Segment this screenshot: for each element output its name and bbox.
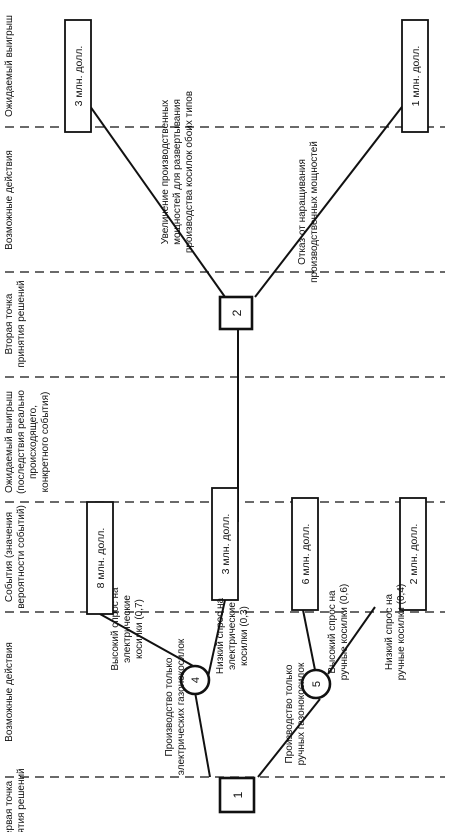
action-label-line: Увеличение производственных: [160, 100, 171, 245]
branch-decision1-to-chance4: [194, 691, 211, 778]
decision-node-1: [218, 776, 256, 814]
payoff-box: [399, 497, 427, 611]
payoff-value: 8 млн. долл.: [95, 528, 107, 589]
event-label: Высокий спрос наручные косилки (0,6): [327, 584, 350, 680]
payoff-box: [211, 487, 239, 601]
action-label-line: производства косилок обоих типов: [183, 91, 195, 253]
action-label-line: Производство только: [164, 657, 175, 756]
event-label: Высокий спрос наэлектрическиекосилки (0,…: [110, 587, 145, 671]
action-label: Производство толькоэлектрических газонок…: [164, 638, 187, 775]
event-label-line: Высокий спрос на: [110, 587, 121, 671]
action-label-line: Производство только: [284, 664, 295, 763]
stage-header-line: конкретного события): [39, 392, 51, 493]
event-label-line: ручные косилки (0,6): [339, 584, 350, 680]
branch-chance4-to-8m: [99, 613, 196, 668]
action-label: Производство толькоручных газонокосилок: [284, 662, 307, 765]
stage-header-line: происходящего,: [28, 405, 39, 479]
event-label-line: Низкий спрос на: [384, 594, 395, 671]
stage-header: Вторая точкапринятия решений: [4, 280, 27, 367]
stage-header-line: (последствия реально: [16, 390, 27, 494]
chance-node-label-4: 4: [190, 677, 202, 683]
decision-node-2: [218, 295, 254, 331]
action-label-line: ручных газонокосилок: [296, 662, 307, 765]
event-label-line: Низкий спрос на: [215, 598, 226, 675]
payoff-value: 2 млн. долл.: [408, 524, 420, 585]
stage-header: Ожидаемый выигрыш(последствия реальнопро…: [4, 390, 51, 494]
event-label-line: электрические: [227, 602, 238, 670]
payoff-value: 3 млн. долл.: [73, 46, 85, 107]
action-label-line: производственных мощностей: [309, 141, 320, 283]
stage-header-line: Вторая точка: [4, 293, 15, 354]
decision-node-label-1: 1: [231, 791, 245, 798]
chance-node-5: [300, 668, 332, 700]
stage-header-line: Возможные действия: [4, 150, 15, 250]
payoff-box: [86, 501, 114, 615]
action-label-line: мощностей для развертывания: [172, 99, 183, 245]
payoff-box: [401, 19, 429, 133]
action-label-line: Отказ от наращивания: [297, 159, 308, 265]
payoff-box: [291, 497, 319, 611]
branch-decision1-to-chance5: [257, 698, 321, 778]
branch-chance5-to-6m: [302, 609, 316, 671]
stage-header-line: принятия решений: [16, 768, 27, 832]
stage-header-line: Первая точка: [4, 780, 15, 832]
stage-header: Возможные действия: [4, 642, 15, 742]
action-label: Увеличение производственныхмощностей для…: [160, 91, 195, 253]
stage-header: Первая точкапринятия решений: [4, 768, 27, 832]
payoff-box: [64, 19, 92, 133]
event-label-line: косилки (0,3): [239, 606, 250, 666]
branch-chance4-to-3m: [207, 599, 226, 678]
stage-header-line: Ожидаемый выигрыш: [4, 391, 15, 493]
stage-header: Ожидаемый выигрыш: [4, 15, 15, 117]
action-label: Отказ от наращиванияпроизводственных мощ…: [297, 141, 320, 283]
stage-header-line: Возможные действия: [4, 642, 15, 742]
stage-header-line: Ожидаемый выигрыш: [4, 15, 15, 117]
event-label-line: косилки (0,7): [134, 599, 145, 659]
event-label-line: ручные косилки (0,4): [396, 584, 407, 680]
decision-node-label-2: 2: [230, 309, 244, 316]
event-label-line: электрические: [122, 595, 133, 663]
stage-header-line: принятия решений: [16, 280, 27, 367]
payoff-value: 3 млн. долл.: [220, 514, 232, 575]
stage-header-line: вероятности событий): [15, 505, 27, 609]
stage-header-line: События (значения: [3, 512, 15, 602]
event-label: Низкий спрос наручные косилки (0,4): [384, 584, 407, 680]
branch-decision2-to-1m: [254, 89, 416, 298]
payoff-value: 1 млн. долл.: [410, 46, 422, 107]
action-label-line: электрических газонокосилок: [176, 638, 187, 775]
stage-header: Возможные действия: [4, 150, 15, 250]
stage-header: События (значениявероятности событий): [3, 505, 27, 609]
branch-chance5-to-2m: [327, 606, 376, 675]
chance-node-label-5: 5: [311, 681, 323, 687]
event-label-line: Высокий спрос на: [327, 590, 338, 674]
event-label: Низкий спрос наэлектрическиекосилки (0,3…: [215, 598, 250, 675]
branch-decision2-to-3m: [79, 91, 226, 298]
chance-node-4: [179, 664, 211, 696]
payoff-value: 6 млн. долл.: [300, 524, 312, 585]
